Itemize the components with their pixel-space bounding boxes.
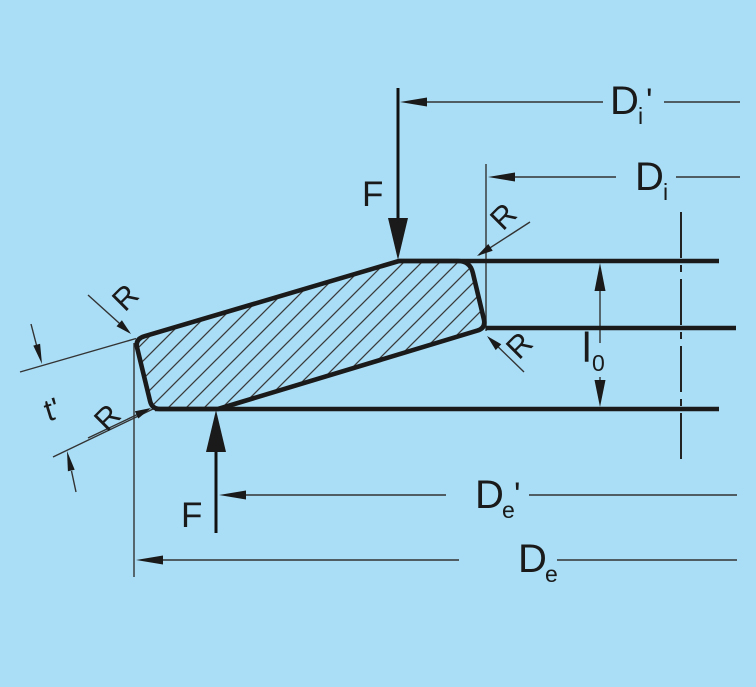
thickness-lower-reference-line — [52, 408, 154, 458]
radius-leader-arrow-top-left — [116, 320, 131, 334]
radius-leader-arrow-top-right — [477, 244, 493, 256]
free-height-arrowhead-down — [594, 380, 606, 407]
thickness-arrowhead-lower — [67, 451, 75, 472]
inner-diameter-reduced-arrowhead — [400, 97, 427, 107]
free-height-label: l 0 — [582, 324, 605, 376]
outer-diameter-reduced-base: D — [475, 473, 504, 517]
thickness-upper-reference-line — [19, 337, 137, 373]
thickness-arrowhead-upper — [33, 343, 42, 364]
radius-leader-arrow-bottom-left — [134, 408, 151, 419]
outer-diameter-subscript: e — [545, 561, 558, 587]
inner-diameter-reduced-label: D i ' — [610, 79, 653, 129]
inner-diameter-reduced-subscript: i — [638, 103, 643, 129]
outer-diameter-reduced-arrowhead — [219, 490, 246, 500]
inner-diameter-base: D — [635, 155, 664, 199]
force-arrowhead-top — [388, 218, 408, 260]
force-label-bottom: F — [181, 496, 202, 535]
outer-diameter-arrowhead — [136, 555, 163, 565]
free-height-base: l — [582, 324, 591, 371]
inner-diameter-reduced-base: D — [610, 79, 639, 123]
outer-diameter-base: D — [518, 537, 547, 581]
radius-leader-arrow-bottom-right — [487, 336, 502, 351]
outer-diameter-reduced-subscript: e — [502, 497, 515, 523]
inner-diameter-arrowhead — [488, 172, 515, 182]
spring-cross-section — [134, 258, 487, 412]
inner-diameter-label: D i — [635, 155, 668, 205]
force-label-top: F — [362, 175, 383, 214]
force-arrowhead-bottom — [206, 410, 226, 452]
outer-diameter-label: D e — [518, 537, 558, 587]
thickness-arrow-line-lower — [70, 470, 77, 493]
inner-diameter-subscript: i — [663, 179, 668, 205]
outer-diameter-reduced-label: D e ' — [475, 473, 521, 523]
thickness-arrow-line-upper — [30, 323, 38, 348]
inner-diameter-reduced-prime: ' — [646, 82, 653, 120]
free-height-arrowhead-up — [594, 263, 606, 291]
free-height-subscript: 0 — [592, 350, 605, 376]
outer-diameter-reduced-prime: ' — [514, 476, 521, 514]
